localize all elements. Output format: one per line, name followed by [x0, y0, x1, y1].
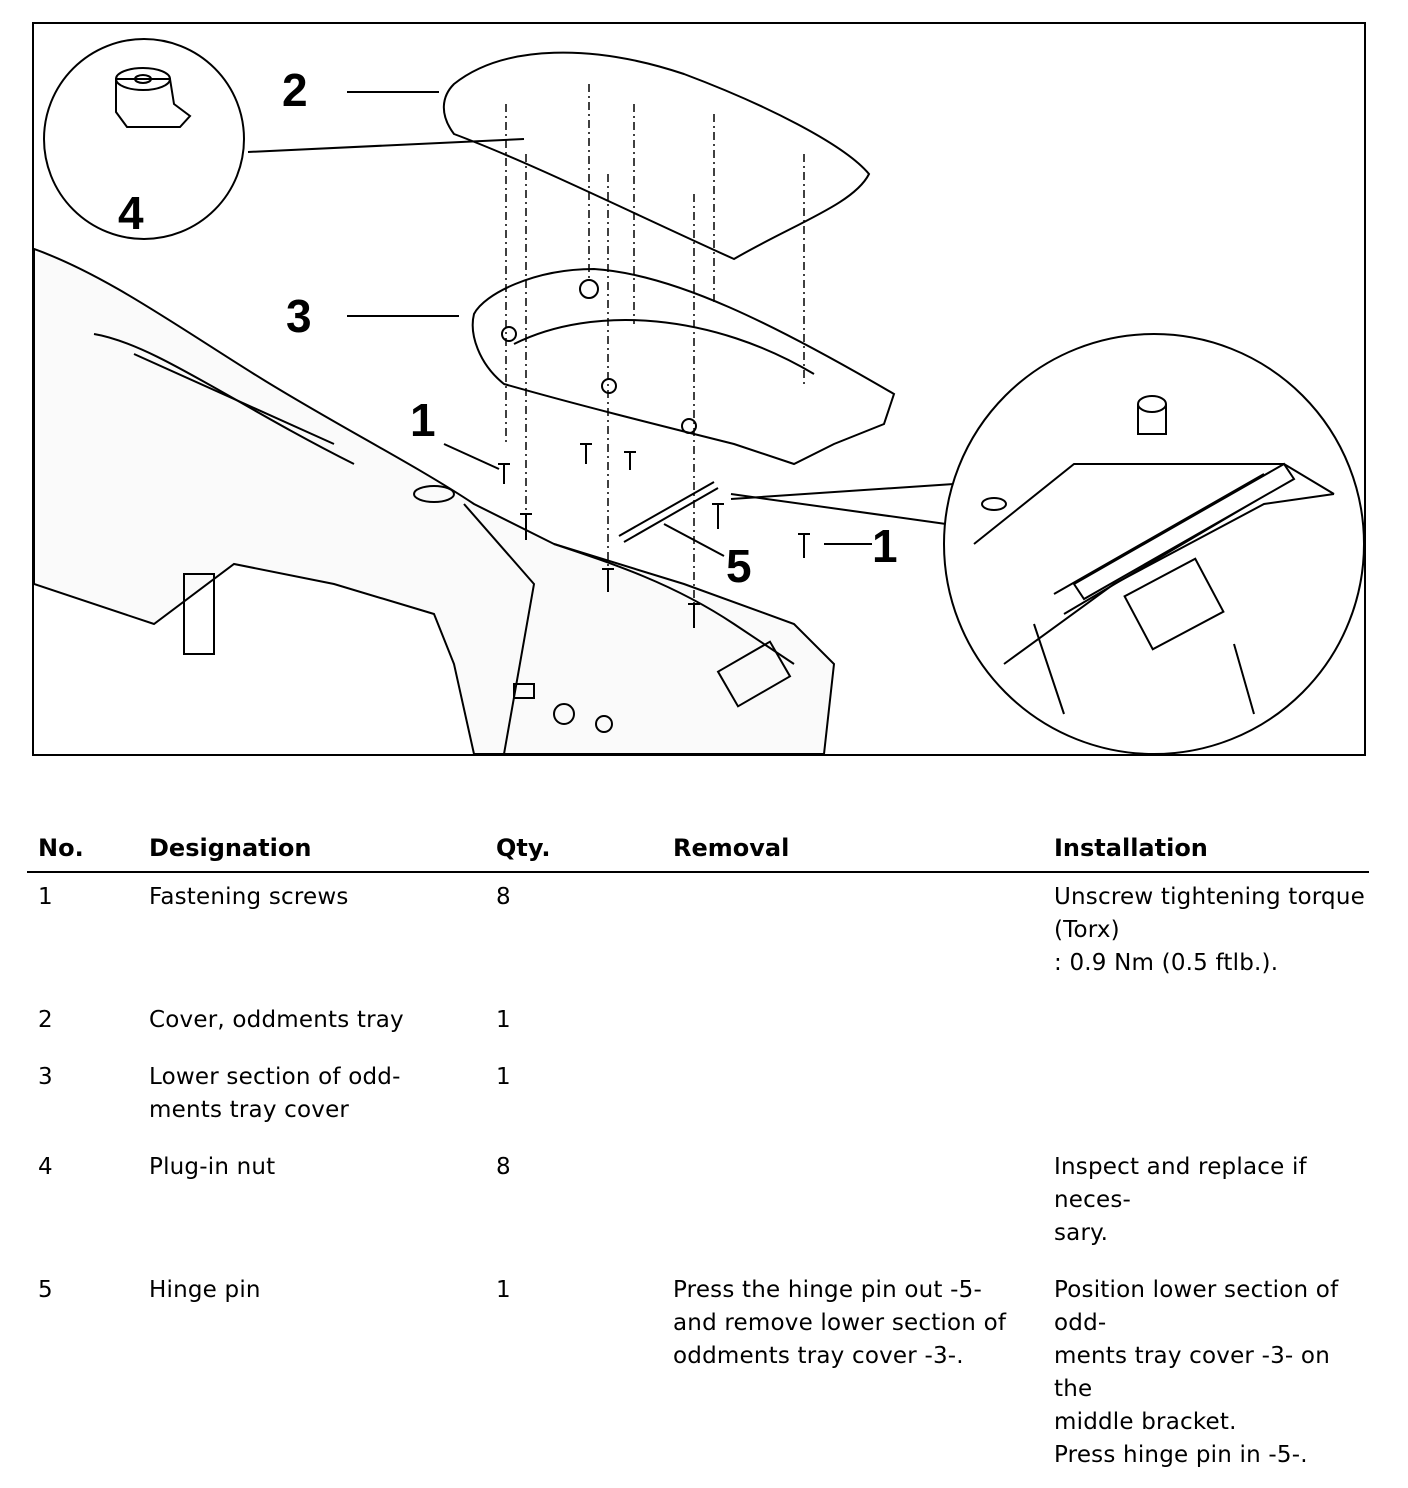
cell-designation: Lower section of odd- ments tray cover: [149, 1064, 401, 1123]
header-designation: Designation: [138, 826, 485, 873]
cell-removal: [662, 996, 1043, 1053]
cell-designation: Plug-in nut: [149, 1154, 276, 1180]
table-row: 5 Hinge pin 1 Press the hinge pin out -5…: [27, 1266, 1369, 1488]
cell-qty: 1: [496, 1007, 511, 1033]
parts-table-header-row: No. Designation Qty. Removal Installatio…: [27, 826, 1369, 873]
cell-qty: 8: [496, 1154, 511, 1180]
cell-removal: [662, 872, 1043, 996]
screw: [712, 503, 724, 529]
callout-2: 2: [282, 64, 308, 116]
screw: [798, 533, 810, 558]
cell-designation: Cover, oddments tray: [149, 1007, 404, 1033]
cell-installation: [1043, 996, 1369, 1053]
cell-qty: 1: [496, 1277, 511, 1303]
cell-qty: 8: [496, 884, 511, 910]
detail-circle-plug-nut: [43, 38, 245, 240]
table-row: 2 Cover, oddments tray 1: [27, 996, 1369, 1053]
header-installation: Installation: [1043, 826, 1369, 873]
table-row: 4 Plug-in nut 8 Inspect and replace if n…: [27, 1143, 1369, 1266]
callout-5: 5: [726, 540, 752, 592]
callout-1-right: 1: [872, 520, 898, 572]
hinge-pin: [618, 481, 719, 543]
screw: [520, 513, 532, 540]
tray-cover-upper: [442, 51, 871, 261]
callout-3: 3: [286, 290, 312, 342]
cell-removal: [662, 1053, 1043, 1143]
cell-no: 3: [38, 1064, 53, 1090]
table-row: 3 Lower section of odd- ments tray cover…: [27, 1053, 1369, 1143]
cell-installation: Position lower section of odd- ments tra…: [1054, 1277, 1339, 1468]
cell-no: 4: [38, 1154, 53, 1180]
plug-nut: [115, 78, 192, 128]
cell-qty: 1: [496, 1064, 511, 1090]
parts-table: No. Designation Qty. Removal Installatio…: [27, 826, 1369, 1488]
cell-installation: Inspect and replace if neces- sary.: [1054, 1154, 1307, 1246]
tray-cover-lower: [471, 267, 896, 466]
exploded-view-figure: 2 3 1 1 5 4: [32, 22, 1366, 756]
screw: [580, 443, 592, 464]
callout-4: 4: [118, 187, 144, 239]
screw: [624, 451, 636, 470]
cell-removal: [662, 1143, 1043, 1266]
cell-installation: Unscrew tightening torque (Torx) : 0.9 N…: [1054, 884, 1365, 976]
exploded-view-drawing: 2 3 1 1 5 4: [34, 38, 1364, 754]
cell-installation: [1043, 1053, 1369, 1143]
cell-removal: Press the hinge pin out -5- and remove l…: [673, 1277, 1007, 1369]
table-row: 1 Fastening screws 8 Unscrew tightening …: [27, 872, 1369, 996]
callout-1-left: 1: [410, 394, 436, 446]
cell-no: 1: [38, 884, 53, 910]
screw: [688, 603, 700, 628]
cell-no: 2: [38, 1007, 53, 1033]
cell-no: 5: [38, 1277, 53, 1303]
screw: [602, 568, 614, 592]
cell-designation: Fastening screws: [149, 884, 349, 910]
screw: [498, 463, 510, 484]
header-no: No.: [27, 826, 138, 873]
header-removal: Removal: [662, 826, 1043, 873]
header-qty: Qty.: [485, 826, 662, 873]
cell-designation: Hinge pin: [149, 1277, 261, 1303]
